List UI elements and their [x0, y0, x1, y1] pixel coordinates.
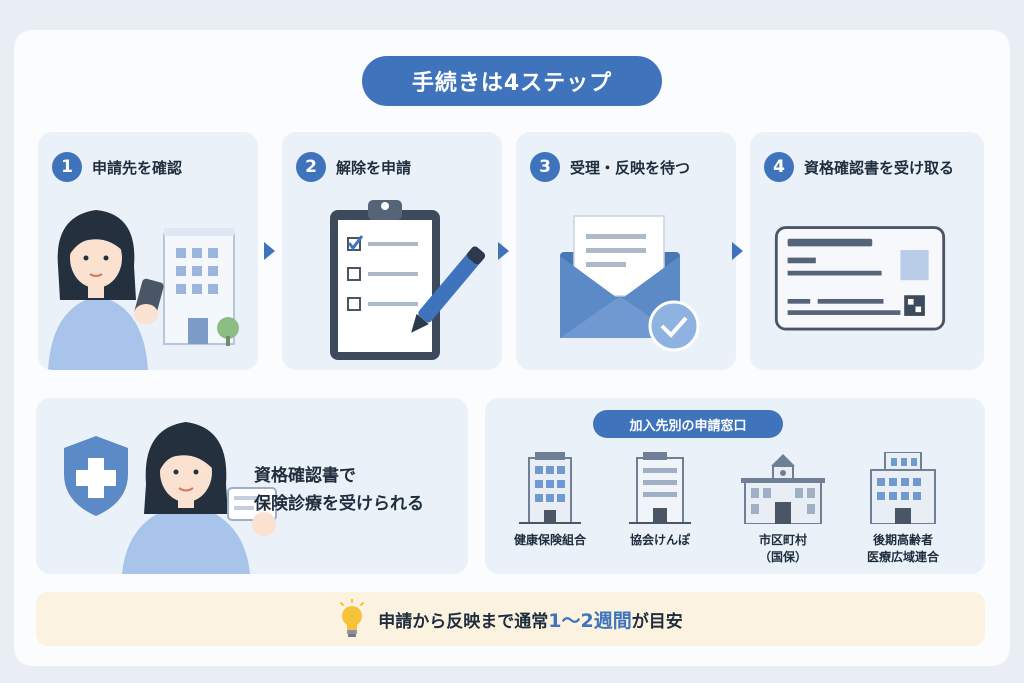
tip-prefix: 申請から反映まで通常: [378, 611, 549, 632]
step-3-card: 3 受理・反映を待つ: [516, 132, 736, 370]
office-building-icon: [870, 452, 936, 524]
step-arrow-icon: [264, 242, 275, 260]
tip-text: 申請から反映まで通常1～2週間が目安: [378, 606, 682, 633]
woman-phone-building-icon: [48, 210, 239, 370]
step-number: 1: [52, 152, 82, 182]
office-item: 後期高齢者 医療広域連合: [843, 452, 963, 572]
step-label: 解除を申請: [336, 158, 412, 177]
lightbulb-icon: [340, 599, 365, 637]
envelope-check-icon: [560, 215, 700, 352]
step-4-card: 4 資格確認書を受け取る: [750, 132, 984, 370]
step-number: 2: [296, 152, 326, 182]
office-building-icon: [519, 452, 581, 524]
step-number: 3: [530, 152, 560, 182]
office-item: 市区町村 （国保）: [723, 452, 843, 572]
city-hall-icon: [741, 454, 825, 524]
benefit-panel: 資格確認書で 保険診療を受けられる: [36, 398, 468, 574]
clipboard-checklist-pen-icon: [330, 200, 486, 360]
office-label: 健康保険組合: [513, 533, 586, 547]
office-label: 市区町村 （国保）: [758, 533, 807, 564]
office-item: 協会けんぽ: [600, 452, 720, 572]
step-label: 申請先を確認: [92, 158, 183, 177]
qualification-card-icon: [774, 226, 946, 331]
step-arrow-icon: [498, 242, 509, 260]
office-label: 協会けんぽ: [629, 533, 690, 547]
benefit-line-1: 資格確認書で: [254, 466, 356, 486]
office-item: 健康保険組合: [490, 452, 610, 572]
step-1-card: 1 申請先を確認: [38, 132, 258, 370]
tip-duration: 1～2週間: [548, 609, 632, 632]
medical-shield-icon: [64, 436, 128, 516]
tip-bar: 申請から反映まで通常1～2週間が目安: [36, 592, 985, 646]
step-number: 4: [764, 152, 794, 182]
office-building-icon: [629, 452, 691, 524]
tip-suffix: が目安: [631, 611, 683, 632]
page-title: 手続きは4ステップ: [362, 56, 662, 106]
offices-title: 加入先別の申請窓口: [593, 410, 783, 438]
office-label: 後期高齢者 医療広域連合: [866, 533, 939, 564]
step-label: 資格確認書を受け取る: [804, 158, 955, 177]
step-2-card: 2 解除を申請: [282, 132, 502, 370]
benefit-line-2: 保険診療を受けられる: [254, 494, 424, 514]
woman-holding-card-icon: [122, 422, 277, 574]
application-offices-panel: 加入先別の申請窓口 健康保険組合 協会けんぽ: [485, 398, 985, 574]
step-arrow-icon: [732, 242, 743, 260]
step-label: 受理・反映を待つ: [570, 158, 691, 177]
